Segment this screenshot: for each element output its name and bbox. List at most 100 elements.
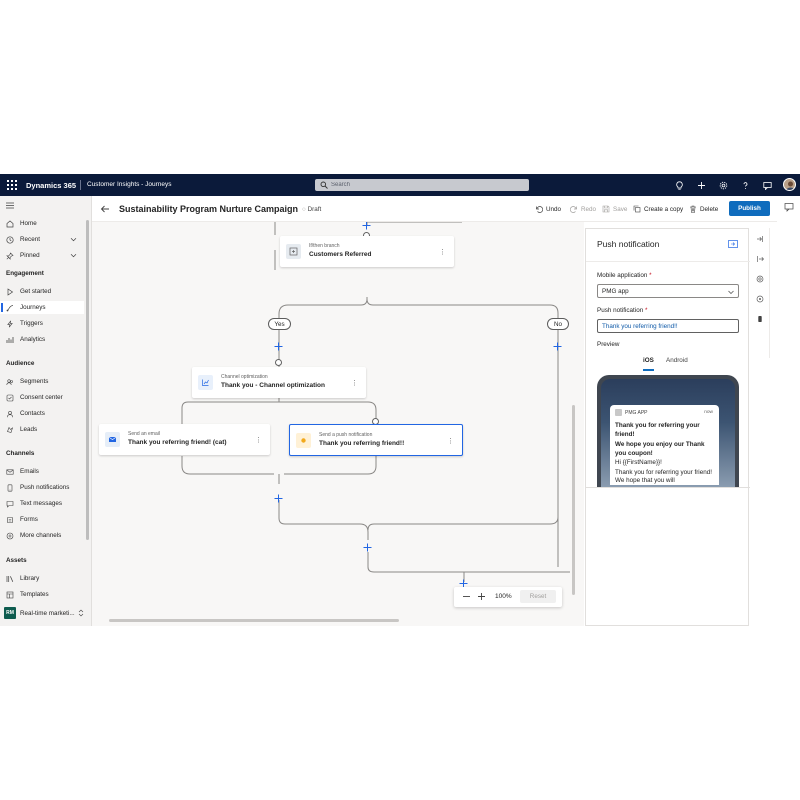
settings-circle-icon[interactable] [755,294,764,303]
nav-item-segments[interactable]: Segments [0,375,84,388]
new-icon[interactable] [695,179,707,191]
nav-item-emails[interactable]: Emails [0,465,84,478]
notification-preview: PMG APP now Thank you for referring your… [610,405,719,485]
undo-button[interactable]: Undo [535,205,561,213]
nav-item-journeys[interactable]: Journeys [0,301,84,314]
phone-preview: PMG APP now Thank you for referring your… [597,375,739,487]
create-copy-button[interactable]: Create a copy [633,205,683,213]
nav-item-leads[interactable]: Leads [0,423,84,436]
add-step-plus-icon[interactable] [273,493,284,504]
publish-button[interactable]: Publish [729,201,770,216]
nav-item-home[interactable]: Home [0,217,84,230]
nav-item-label: Journeys [20,304,46,311]
zoom-in-icon[interactable] [476,591,487,602]
push-icon [6,484,14,492]
search-input[interactable] [331,180,521,190]
add-step-plus-icon[interactable] [458,578,469,589]
feedback-icon[interactable] [761,179,773,191]
lightbulb-icon[interactable] [673,179,685,191]
more-options-icon[interactable]: ⋮ [439,249,446,256]
nav-item-templates[interactable]: Templates [0,588,84,601]
area-switcher[interactable]: RM Real-time marketi... [0,605,92,621]
back-arrow-icon[interactable] [100,204,110,214]
nav-item-label: Templates [20,591,49,598]
push-notification-input[interactable] [597,319,739,333]
nav-item-more-channels[interactable]: More channels [0,529,84,542]
nav-scrollbar[interactable] [86,220,89,540]
nav-item-recent[interactable]: Recent [0,233,84,246]
left-navigation: Home Recent Pinned Engagement Get starte… [0,196,92,626]
enter-icon[interactable] [755,234,764,243]
send-push-card[interactable]: Send a push notification Thank you refer… [289,424,463,456]
yes-branch-label[interactable]: Yes [268,318,291,330]
required-marker: * [644,307,648,314]
more-options-icon[interactable]: ⋮ [351,380,358,387]
app-launcher-icon[interactable] [7,180,17,190]
target-icon[interactable] [755,274,764,283]
status-badge: ○ Draft [302,206,321,213]
search-icon [320,181,328,189]
tab-ios[interactable]: iOS [643,357,654,371]
contact-icon [6,410,14,418]
nav-item-pinned[interactable]: Pinned [0,249,84,262]
mobile-app-select[interactable] [597,284,739,298]
add-step-plus-icon[interactable] [273,341,284,352]
chevron-down-icon[interactable] [70,236,77,243]
more-options-icon[interactable]: ⋮ [447,438,454,445]
nav-item-contacts[interactable]: Contacts [0,407,84,420]
no-branch-label[interactable]: No [547,318,569,330]
settings-gear-icon[interactable] [717,179,729,191]
more-channels-icon [6,532,14,540]
user-avatar[interactable] [783,178,796,191]
channel-optimization-card[interactable]: Channel optimization Thank you - Channel… [192,367,366,398]
nav-item-forms[interactable]: Forms [0,513,84,526]
chevron-down-icon[interactable] [727,288,735,296]
more-options-icon[interactable]: ⋮ [255,437,262,444]
nav-item-label: Pinned [20,252,40,259]
send-email-card[interactable]: Send an email Thank you referring friend… [99,424,270,455]
redo-button[interactable]: Redo [570,205,596,213]
chat-icon[interactable] [784,202,794,212]
branch-card[interactable]: If/then branch Customers Referred ⋮ [280,236,454,267]
zoom-out-icon[interactable] [461,591,472,602]
nav-item-label: More channels [20,532,62,539]
nav-item-triggers[interactable]: Triggers [0,317,84,330]
help-icon[interactable] [739,179,751,191]
exit-icon[interactable] [755,254,764,263]
card-name: Thank you referring friend!! [319,440,405,447]
status-text: Draft [307,206,322,213]
nav-item-analytics[interactable]: Analytics [0,333,84,346]
home-icon [6,220,14,228]
nav-item-push-notifications[interactable]: Push notifications [0,481,84,494]
tab-android[interactable]: Android [666,357,688,364]
save-button[interactable]: Save [602,205,627,213]
canvas-vertical-scrollbar[interactable] [572,405,575,595]
pin-icon [6,251,14,260]
chevron-down-icon[interactable] [70,252,77,259]
journey-canvas[interactable]: If/then branch Customers Referred ⋮ Yes … [92,222,584,626]
preview-tabs: iOS Android [586,357,750,371]
delete-button[interactable]: Delete [689,205,718,213]
nav-section-channels: Channels [6,450,35,457]
nav-item-consent-center[interactable]: Consent center [0,391,84,404]
nav-item-library[interactable]: Library [0,572,84,585]
canvas-horizontal-scrollbar[interactable] [109,619,399,622]
hamburger-icon[interactable] [6,202,14,210]
nav-item-get-started[interactable]: Get started [0,285,84,298]
journey-title: Sustainability Program Nurture Campaign [119,204,299,214]
reset-zoom-button[interactable]: Reset [520,590,556,603]
templates-icon [6,591,14,599]
add-step-plus-icon[interactable] [362,542,373,553]
add-step-plus-icon[interactable] [552,341,563,352]
mobile-app-label-text: Mobile application [597,272,648,279]
brand-name[interactable]: Dynamics 365 [26,181,77,190]
app-window: Dynamics 365 Customer Insights - Journey… [0,174,800,626]
collapse-panel-icon[interactable] [728,240,738,248]
nav-collapse[interactable] [0,199,84,212]
nav-section-engagement: Engagement [6,270,44,277]
app-name[interactable]: Customer Insights - Journeys [87,181,172,188]
push-preview-icon[interactable] [755,314,764,323]
nav-item-text-messages[interactable]: Text messages [0,497,84,510]
global-search[interactable] [315,179,529,191]
add-step-plus-icon[interactable] [361,222,372,231]
